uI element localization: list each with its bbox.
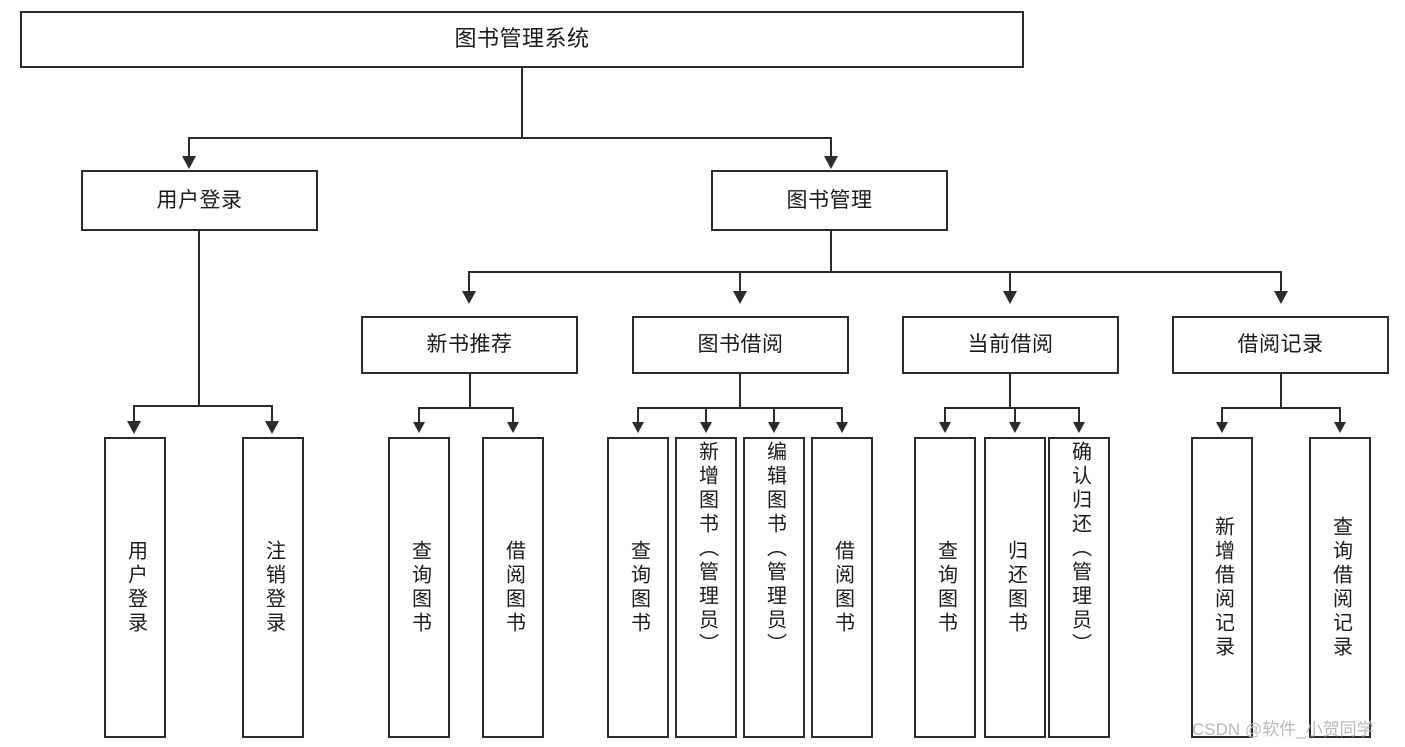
connector-new-book-leaf1: [418, 407, 420, 423]
leaf-query-book-current[interactable]: 查询图书: [914, 437, 976, 738]
arrow-user-login-leaf1: [127, 421, 141, 434]
leaf-borrow-book[interactable]: 借阅图书: [811, 437, 873, 738]
connector-new-book-leaf2: [512, 407, 514, 423]
connector-user-login-leaf1: [133, 405, 135, 423]
node-label: 图书借阅: [697, 333, 784, 357]
leaf-query-book-recommend[interactable]: 查询图书: [388, 437, 450, 738]
node-book-borrow[interactable]: 图书借阅: [632, 316, 849, 374]
connector-current-borrow-leaf3: [1078, 407, 1080, 423]
connector-to-borrow-record: [1280, 271, 1282, 293]
connector-root-stem: [521, 68, 523, 138]
connector-book-mgmt-stem: [830, 231, 832, 272]
leaf-logout[interactable]: 注销登录: [242, 437, 304, 738]
arrow-user-login-leaf2: [265, 421, 279, 434]
node-user-login[interactable]: 用户登录: [81, 170, 318, 231]
connector-book-borrow-leaf1: [637, 407, 639, 423]
arrow-new-book-leaf2: [507, 422, 519, 433]
node-label: 查询借阅记录: [1329, 515, 1352, 660]
node-label: 新增借阅记录: [1211, 515, 1234, 660]
arrow-current-borrow-leaf3: [1073, 422, 1085, 433]
connector-new-book-stem: [469, 374, 471, 409]
connector-new-book-bus: [418, 407, 513, 409]
leaf-add-borrow-record[interactable]: 新增借阅记录: [1191, 437, 1253, 738]
leaf-confirm-return-admin[interactable]: 确认归还（管理员）: [1048, 437, 1110, 738]
arrow-to-current-borrow: [1003, 291, 1017, 304]
connector-book-mgmt-bus: [468, 271, 1282, 273]
node-label: 用户登录: [156, 188, 243, 212]
connector-borrow-record-leaf2: [1339, 407, 1341, 423]
arrow-root-to-user-login: [182, 156, 196, 169]
arrow-book-borrow-leaf2: [700, 422, 712, 433]
connector-borrow-record-leaf1: [1221, 407, 1223, 423]
node-label: 查询图书: [934, 539, 957, 636]
node-current-borrow[interactable]: 当前借阅: [902, 316, 1119, 374]
connector-book-borrow-bus: [637, 407, 842, 409]
connector-user-login-stem: [198, 231, 200, 406]
arrow-book-borrow-leaf1: [632, 422, 644, 433]
node-label: 借阅图书: [831, 539, 854, 636]
connector-current-borrow-leaf1: [944, 407, 946, 423]
node-label: 用户登录: [124, 539, 147, 636]
connector-user-login-bus: [133, 405, 271, 407]
arrow-current-borrow-leaf1: [939, 422, 951, 433]
arrow-borrow-record-leaf2: [1334, 422, 1346, 433]
connector-root-to-book-mgmt: [830, 137, 832, 159]
connector-borrow-record-bus: [1221, 407, 1340, 409]
leaf-return-book[interactable]: 归还图书: [984, 437, 1046, 738]
leaf-add-book-admin[interactable]: 新增图书（管理员）: [675, 437, 737, 738]
connector-current-borrow-bus: [944, 407, 1080, 409]
node-label: 查询图书: [408, 539, 431, 636]
connector-borrow-record-stem: [1280, 374, 1282, 409]
node-label: 编辑图书（管理员）: [763, 441, 786, 657]
arrow-to-new-book: [462, 291, 476, 304]
node-label: 图书管理系统: [454, 26, 590, 52]
arrow-book-borrow-leaf3: [768, 422, 780, 433]
watermark-text: CSDN @软件_小贺同学: [1192, 720, 1374, 739]
node-label: 新增图书（管理员）: [695, 441, 718, 657]
arrow-book-borrow-leaf4: [836, 422, 848, 433]
connector-book-borrow-leaf3: [773, 407, 775, 423]
connector-book-borrow-leaf4: [841, 407, 843, 423]
arrow-to-book-borrow: [733, 291, 747, 304]
connector-to-current-borrow: [1009, 271, 1011, 293]
leaf-query-borrow-record[interactable]: 查询借阅记录: [1309, 437, 1371, 738]
arrow-current-borrow-leaf2: [1009, 422, 1021, 433]
node-label: 归还图书: [1004, 539, 1027, 636]
node-book-management[interactable]: 图书管理: [711, 170, 948, 231]
node-label: 图书管理: [786, 188, 873, 212]
connector-book-borrow-leaf2: [705, 407, 707, 423]
arrow-borrow-record-leaf1: [1216, 422, 1228, 433]
node-borrow-record[interactable]: 借阅记录: [1172, 316, 1389, 374]
leaf-borrow-book-recommend[interactable]: 借阅图书: [482, 437, 544, 738]
connector-book-borrow-stem: [739, 374, 741, 409]
leaf-query-book-borrow[interactable]: 查询图书: [607, 437, 669, 738]
node-new-book-recommend[interactable]: 新书推荐: [361, 316, 578, 374]
connector-to-new-book: [468, 271, 470, 293]
arrow-new-book-leaf1: [413, 422, 425, 433]
node-label: 借阅图书: [502, 539, 525, 636]
connector-current-borrow-stem: [1009, 374, 1011, 409]
connector-root-bus: [188, 137, 832, 139]
arrow-root-to-book-mgmt: [824, 156, 838, 169]
connector-to-book-borrow: [739, 271, 741, 293]
connector-root-to-user-login: [188, 137, 190, 159]
arrow-to-borrow-record: [1274, 291, 1288, 304]
node-root-system[interactable]: 图书管理系统: [20, 11, 1024, 68]
node-label: 借阅记录: [1237, 333, 1324, 357]
node-label: 当前借阅: [967, 333, 1054, 357]
node-label: 新书推荐: [426, 333, 513, 357]
leaf-user-login[interactable]: 用户登录: [104, 437, 166, 738]
node-label: 注销登录: [262, 539, 285, 636]
connector-user-login-leaf2: [271, 405, 273, 423]
node-label: 确认归还（管理员）: [1068, 441, 1091, 657]
connector-current-borrow-leaf2: [1014, 407, 1016, 423]
node-label: 查询图书: [627, 539, 650, 636]
leaf-edit-book-admin[interactable]: 编辑图书（管理员）: [743, 437, 805, 738]
